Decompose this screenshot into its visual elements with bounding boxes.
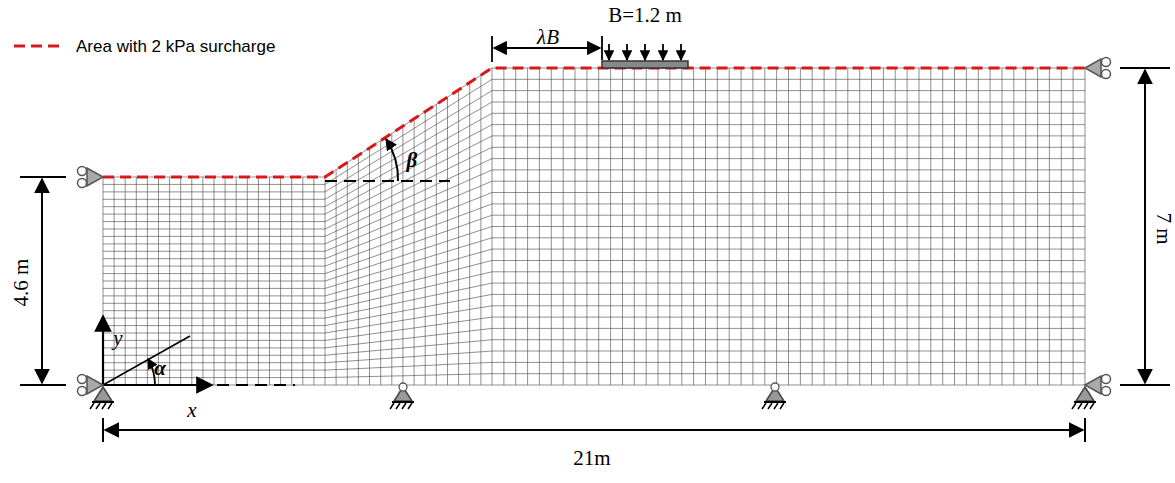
edge-distance: λB	[537, 27, 559, 48]
legend-sample	[14, 45, 62, 48]
axis-label: x	[187, 400, 196, 421]
angle-label: α	[154, 358, 166, 379]
load-arrows	[609, 44, 681, 60]
footing	[602, 61, 688, 68]
beta-angle	[325, 139, 450, 181]
mesh-lines	[103, 68, 1085, 385]
footing-width: B=1.2 m	[608, 5, 682, 26]
slope-angle: β	[407, 150, 418, 171]
axis-label: y	[113, 328, 122, 349]
axes	[103, 316, 295, 385]
surcharge-line	[103, 68, 1085, 177]
width-dimension: 21m	[573, 448, 610, 469]
height-dimension: 4.6 m	[12, 258, 33, 306]
fe-mesh	[103, 68, 1085, 385]
height-dimension: 7 m	[1153, 212, 1174, 244]
dimension-lines	[20, 68, 1170, 442]
legend-text: Area with 2 kPa surcharge	[76, 38, 275, 55]
